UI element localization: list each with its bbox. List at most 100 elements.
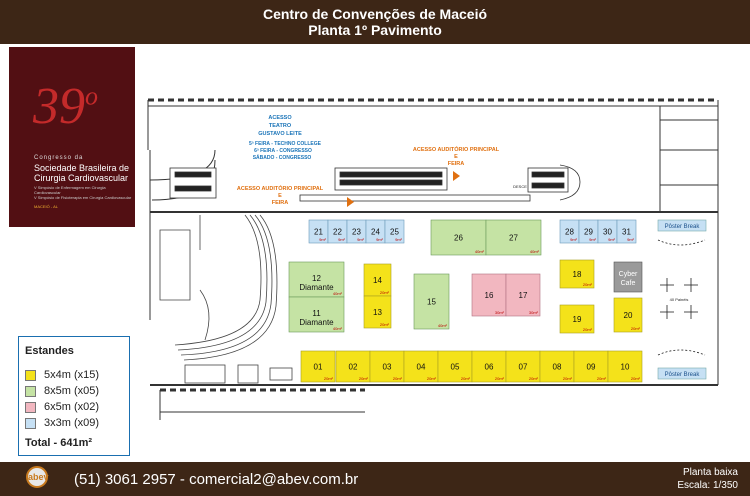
stand-number: 21	[314, 228, 323, 237]
stand-area: 40m²	[438, 323, 448, 328]
congress-date: MACEIÓ - AL	[34, 204, 59, 209]
legend-item-pink: 6x5m (x02)	[25, 401, 99, 413]
stand-06[interactable]	[471, 350, 507, 383]
stand-number: 24	[371, 228, 380, 237]
stand-15[interactable]	[413, 273, 450, 330]
stand-area: 20m²	[529, 376, 539, 381]
stand-14[interactable]	[363, 263, 392, 297]
page-subtitle: Planta 1º Pavimento	[308, 22, 442, 38]
pink-stands-group: 16 30m² 17 30m²	[471, 273, 541, 317]
stand-number: 15	[427, 298, 436, 307]
stand-area: 40m²	[333, 291, 343, 296]
legend-swatch	[25, 401, 36, 413]
stand-number: 19	[573, 315, 582, 324]
stand-13[interactable]	[363, 295, 392, 329]
stand-area: 20m²	[631, 376, 641, 381]
stand-area: 9m²	[319, 237, 327, 242]
cyber-cafe-label-2: Cafe	[621, 280, 636, 287]
arrow-right-icon	[453, 171, 460, 181]
acesso-auditorio-top-2: E	[454, 154, 458, 160]
stand-number: 20	[624, 311, 633, 320]
stand-17[interactable]	[505, 273, 541, 317]
legend: Estandes 5x4m (x15) 8x5m (x05) 6x5m (x02…	[18, 336, 130, 456]
stand-26[interactable]	[430, 219, 487, 256]
day-label-2: 6ª FEIRA - CONGRESSO	[254, 148, 312, 154]
stand-area: 20m²	[380, 290, 390, 295]
stand-number: 07	[519, 363, 528, 372]
stand-name: Diamante	[299, 318, 334, 327]
plan-info: Planta baixa Escala: 1/350	[677, 466, 738, 492]
stand-number: 06	[485, 363, 494, 372]
acesso-auditorio-left-1: ACESSO AUDITÓRIO PRINCIPAL	[237, 184, 324, 192]
stand-area: 20m²	[495, 376, 505, 381]
stand-area: 9m²	[338, 237, 346, 242]
arrow-right-icon	[347, 197, 354, 207]
stand-11[interactable]	[288, 296, 345, 333]
stand-02[interactable]	[335, 350, 371, 383]
day-label-1: 5ª FEIRA - TECHNO COLLEGE	[249, 141, 322, 147]
contact-info[interactable]: (51) 3061 2957 - comercial2@abev.com.br	[74, 471, 359, 488]
stand-31[interactable]	[616, 219, 637, 244]
stand-number: 30	[603, 228, 612, 237]
small-stands-group: 219m²229m²239m²249m²259m²289m²299m²309m²…	[308, 219, 637, 244]
paineis-label: 40 Painéis	[670, 297, 689, 302]
stand-number: 28	[565, 228, 574, 237]
stand-number: 01	[314, 363, 323, 372]
paineis-crosses	[657, 239, 706, 356]
stand-number: 23	[352, 228, 361, 237]
stand-number: 22	[333, 228, 342, 237]
stand-18[interactable]	[559, 259, 595, 289]
congress-lines: V Simpósio de Enfermagem em Cirurgia Car…	[34, 185, 132, 200]
stand-area: 9m²	[627, 237, 635, 242]
stand-number: 11	[312, 309, 321, 318]
stand-number: 14	[373, 276, 382, 285]
stand-area: 20m²	[380, 322, 390, 327]
stand-area: 20m²	[631, 326, 641, 331]
stand-01[interactable]	[300, 350, 336, 383]
stand-number: 09	[587, 363, 596, 372]
stand-25[interactable]	[384, 219, 405, 244]
legend-item-yellow: 5x4m (x15)	[25, 369, 99, 381]
stand-12[interactable]	[288, 261, 345, 298]
stand-04[interactable]	[403, 350, 439, 383]
congress-name: Sociedade Brasileira de Cirurgia Cardiov…	[34, 163, 130, 183]
stand-number: 16	[485, 291, 494, 300]
congress-logo: 39o Congresso da Sociedade Brasileira de…	[9, 47, 135, 227]
stand-03[interactable]	[369, 350, 405, 383]
stand-area: 9m²	[570, 237, 578, 242]
stand-area: 20m²	[583, 327, 593, 332]
legend-swatch	[25, 385, 36, 397]
stand-area: 9m²	[589, 237, 597, 242]
acesso-teatro-label-2: TEATRO	[269, 123, 292, 129]
acesso-auditorio-left-3: FEIRA	[272, 200, 289, 206]
stand-05[interactable]	[437, 350, 473, 383]
stand-area: 30m²	[495, 310, 505, 315]
stand-09[interactable]	[573, 350, 609, 383]
poster-break-bottom-label: Pôster Break	[665, 372, 701, 378]
stand-number: 02	[349, 363, 358, 372]
stand-area: 40m²	[530, 249, 540, 254]
green-stands-group: 2640m²2740m²12Diamante40m²11Diamante40m²…	[288, 219, 542, 333]
footer: abev (51) 3061 2957 - comercial2@abev.co…	[0, 462, 750, 496]
stand-number: 29	[584, 228, 593, 237]
stand-area: 30m²	[529, 310, 539, 315]
stand-area: 20m²	[324, 376, 334, 381]
plan-scale: Escala: 1/350	[677, 480, 738, 491]
stand-20[interactable]	[613, 297, 643, 333]
stand-number: 26	[454, 234, 463, 243]
stand-area: 20m²	[461, 376, 471, 381]
acesso-auditorio-left-2: E	[278, 193, 282, 199]
stand-08[interactable]	[539, 350, 575, 383]
stand-07[interactable]	[505, 350, 541, 383]
stand-16[interactable]	[471, 273, 507, 317]
stand-number: 17	[519, 291, 528, 300]
stand-27[interactable]	[485, 219, 542, 256]
stand-10[interactable]	[607, 350, 643, 383]
legend-item-green: 8x5m (x05)	[25, 385, 99, 397]
stand-19[interactable]	[559, 304, 595, 334]
plan-type: Planta baixa	[682, 467, 738, 478]
day-label-3: SÁBADO - CONGRESSO	[253, 154, 312, 161]
acesso-teatro-label-1: ACESSO	[268, 115, 292, 121]
legend-title: Estandes	[25, 345, 74, 357]
cyber-cafe-label-1: Cyber	[619, 271, 638, 278]
